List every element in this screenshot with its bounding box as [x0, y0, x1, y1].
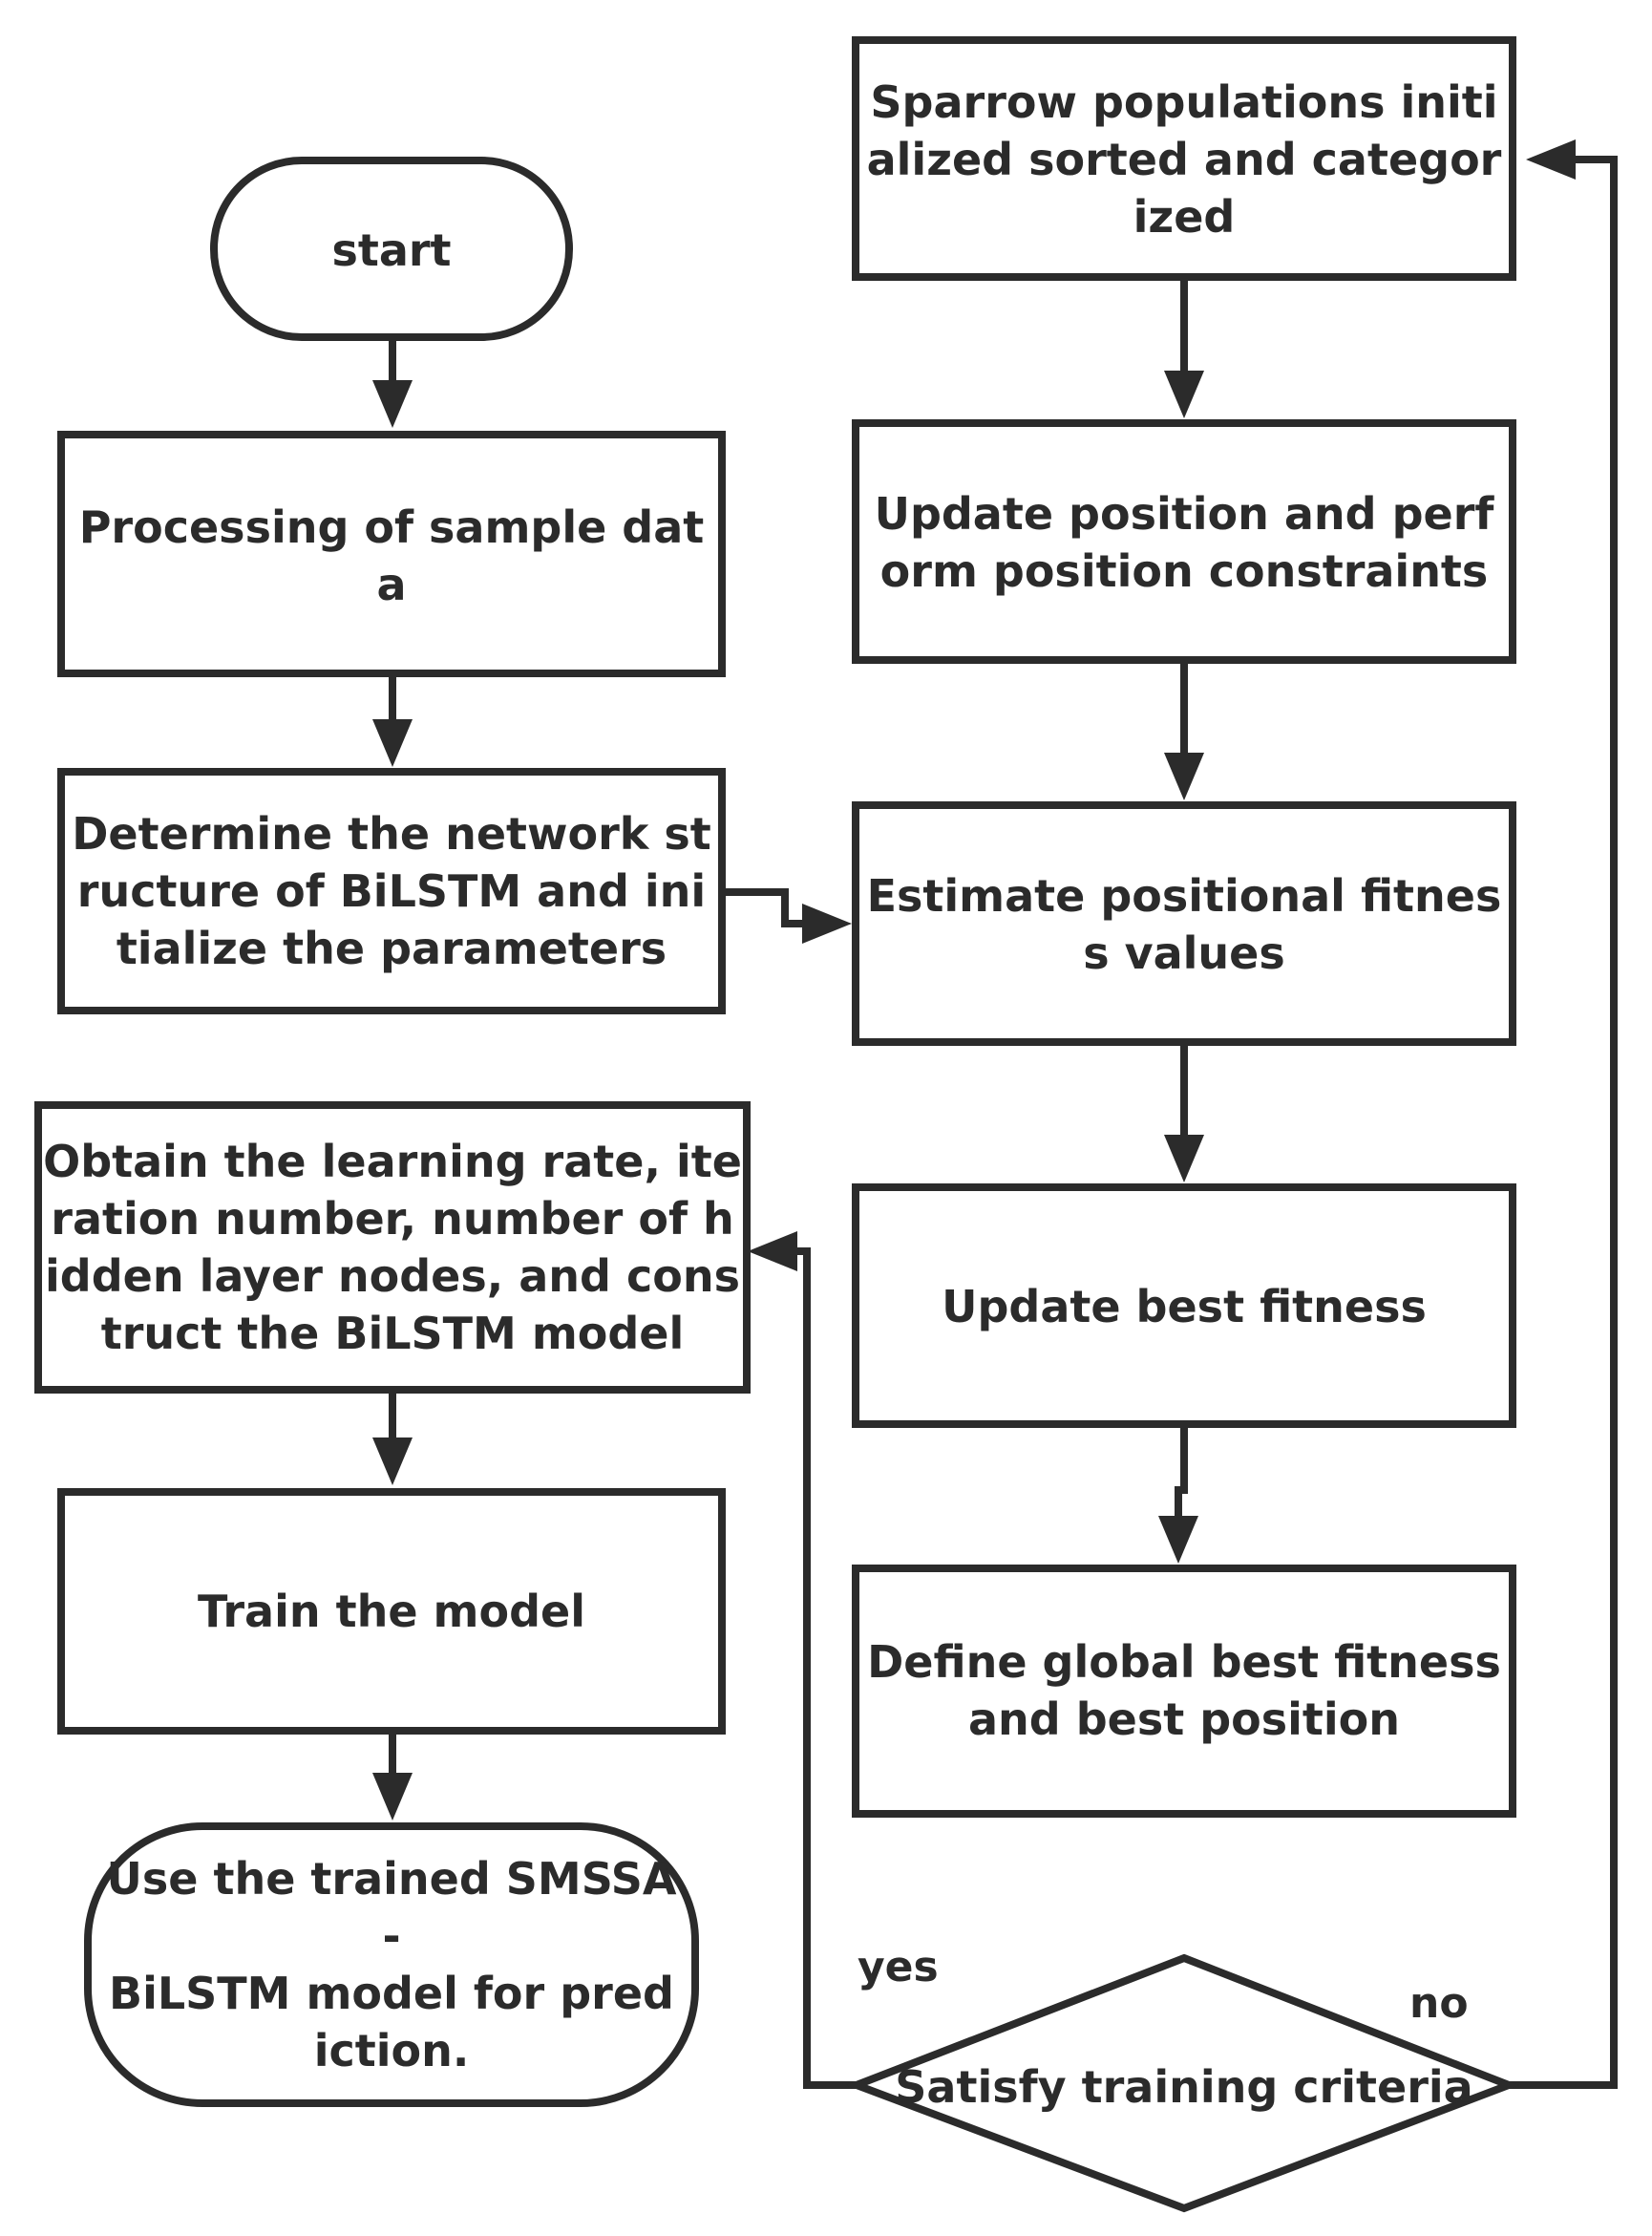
sparrow-box [852, 36, 1516, 281]
edge-update-best-to-define [1175, 1425, 1188, 1523]
determine-box [57, 768, 726, 1014]
arrowhead-start-to-processing [372, 380, 413, 428]
arrowhead-train-to-use [372, 1773, 413, 1821]
update-position-line-2: orm position constraints [880, 545, 1489, 597]
start-terminal [210, 157, 573, 341]
determine-line-3: tialize the parameters [116, 923, 667, 974]
yes-label: yes [858, 1943, 939, 1991]
use-label: Use the trained SMSSA- BiLSTM model for p… [107, 1853, 677, 2076]
start-label: start [331, 224, 451, 276]
define-line-1: Define global best fitness [867, 1636, 1501, 1688]
arrowhead-sparrow-to-update-position [1164, 371, 1204, 418]
edge-criteria-to-obtain-yes [788, 1247, 857, 2089]
arrowhead-obtain-to-train [372, 1437, 413, 1485]
use-line-1: Use the trained SMSSA [107, 1853, 677, 1905]
estimate-line-1: Estimate positional fitnes [867, 870, 1502, 922]
arrowhead-criteria-to-sparrow [1526, 139, 1576, 180]
obtain-label: Obtain the learning rate, ite ration numb… [43, 1136, 742, 1359]
edge-determine-to-estimate [723, 888, 812, 927]
use-line-2: - [382, 1910, 400, 1962]
no-label: no [1409, 1979, 1469, 2028]
determine-line-2: ructure of BiLSTM and ini [77, 865, 706, 917]
update-position-box [852, 419, 1516, 664]
arrowhead-criteria-to-obtain [748, 1231, 797, 1271]
sparrow-line-1: Sparrow populations initi [870, 76, 1497, 128]
update-best-box [852, 1183, 1516, 1428]
use-line-4: iction. [314, 2025, 470, 2076]
criteria-line-1: Satisfy training criteria [895, 2061, 1472, 2113]
arrowhead-processing-to-determine [372, 719, 413, 767]
obtain-box [34, 1101, 751, 1394]
arrowhead-determine-to-estimate [802, 904, 852, 944]
arrowhead-estimate-to-update-best [1164, 1135, 1204, 1182]
define-line-2: and best position [968, 1693, 1400, 1745]
processing-label: Processing of sample dat a [79, 501, 705, 610]
sparrow-label: Sparrow populations initi alized sorted a… [867, 76, 1502, 243]
obtain-line-3: idden layer nodes, and cons [45, 1250, 740, 1302]
arrowhead-update-position-to-estimate [1164, 753, 1204, 800]
train-label: Train the model [198, 1586, 585, 1637]
use-line-3: BiLSTM model for pred [109, 1968, 674, 2019]
processing-box [57, 431, 726, 677]
determine-line-1: Determine the network st [72, 808, 711, 860]
sparrow-line-2: alized sorted and categor [867, 134, 1502, 185]
train-line-1: Train the model [198, 1586, 585, 1637]
processing-line-2: a [376, 559, 406, 610]
estimate-box [852, 801, 1516, 1046]
update-best-line-1: Update best fitness [942, 1281, 1427, 1332]
criteria-label: Satisfy training criteria [895, 2061, 1472, 2113]
obtain-line-4: truct the BiLSTM model [101, 1308, 685, 1359]
arrowhead-update-best-to-define [1158, 1516, 1198, 1564]
update-best-label: Update best fitness [942, 1281, 1427, 1332]
start-line-1: start [331, 224, 451, 276]
obtain-line-1: Obtain the learning rate, ite [43, 1136, 742, 1187]
edge-criteria-to-sparrow-no [1509, 156, 1618, 2089]
use-terminal [84, 1822, 699, 2107]
estimate-label: Estimate positional fitness values [867, 870, 1502, 979]
obtain-line-2: ration number, number of h [51, 1193, 733, 1245]
estimate-line-2: s values [1083, 927, 1285, 979]
update-position-line-1: Update position and perf [875, 488, 1495, 540]
processing-line-1: Processing of sample dat [79, 501, 705, 553]
sparrow-line-3: ized [1133, 191, 1236, 243]
define-box [852, 1565, 1516, 1818]
train-box [57, 1488, 726, 1735]
criteria-diamond [845, 1953, 1520, 2213]
